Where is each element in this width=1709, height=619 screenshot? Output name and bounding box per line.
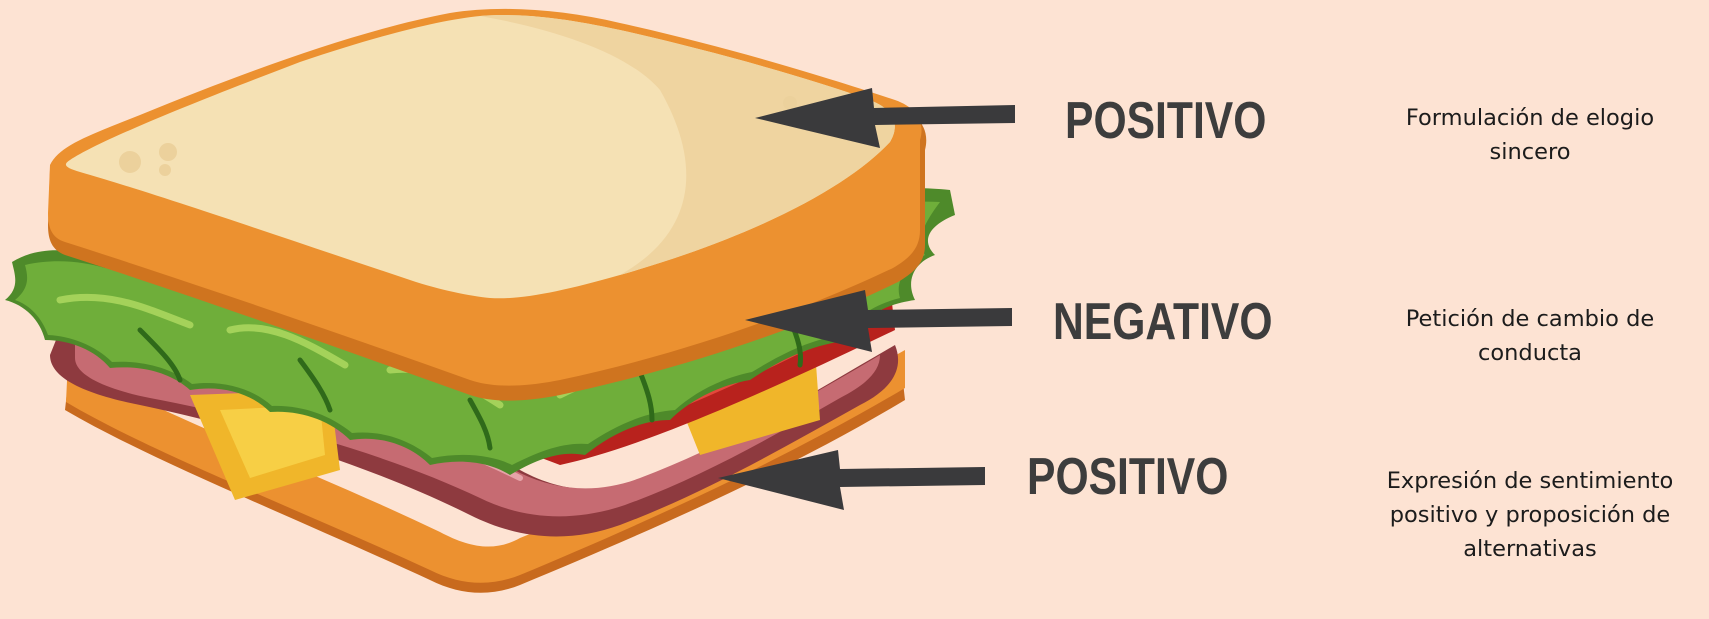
description-line: Formulación de elogio [1365, 101, 1695, 135]
layer-label-bottom: POSITIVO [1027, 451, 1228, 503]
layer-description-bottom: Expresión de sentimiento positivo y prop… [1365, 464, 1695, 566]
description-line: alternativas [1365, 532, 1695, 566]
description-line: conducta [1365, 336, 1695, 370]
layer-label-middle: NEGATIVO [1053, 296, 1273, 348]
layer-description-middle: Petición de cambio de conducta [1365, 302, 1695, 370]
layer-description-top: Formulación de elogio sincero [1365, 101, 1695, 169]
description-line: positivo y proposición de [1365, 498, 1695, 532]
layer-label-top: POSITIVO [1065, 95, 1266, 147]
description-line: Petición de cambio de [1365, 302, 1695, 336]
description-line: Expresión de sentimiento [1365, 464, 1695, 498]
description-line: sincero [1365, 135, 1695, 169]
